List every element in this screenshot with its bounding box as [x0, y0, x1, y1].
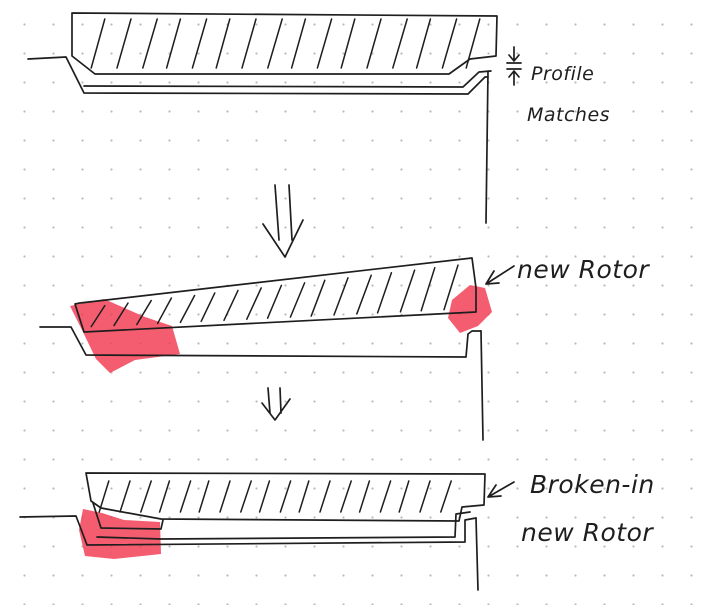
hatch-stroke: [198, 480, 210, 513]
label-profile: Profile: [531, 63, 594, 85]
rotor-2-body: [74, 257, 477, 333]
hatch-stroke: [316, 18, 333, 69]
hatch-stroke: [165, 18, 182, 69]
hatch-stroke: [443, 264, 459, 311]
transition-arrow-1: [262, 184, 304, 258]
pad-1-inner-line: [83, 70, 492, 88]
callout-arrow-broken-in: [487, 481, 515, 498]
hatch-stroke: [319, 480, 331, 513]
wear-highlight-left: [70, 299, 180, 373]
transition-arrow-2: [261, 387, 291, 421]
hatch-stroke: [215, 18, 231, 69]
hatch-stroke: [279, 480, 292, 513]
wear-highlight-right: [448, 285, 492, 333]
hatch-stroke: [441, 18, 458, 69]
hatch-stroke: [420, 266, 436, 312]
hatch-stroke: [142, 18, 158, 69]
hatch-stroke: [419, 480, 431, 513]
hatch-stroke: [90, 304, 106, 328]
hatch-stroke: [119, 480, 131, 513]
hatch-stroke: [356, 274, 372, 315]
stage-2-new-rotor: [39, 257, 515, 441]
rotor-3-body: [85, 472, 486, 522]
hatch-stroke: [98, 480, 110, 513]
hatch-stroke: [358, 480, 371, 513]
rotor-1-hatching: [90, 18, 481, 69]
hatch-stroke: [246, 287, 262, 320]
pad-3-inner-line: [96, 511, 471, 540]
pad-3-back-wall: [475, 517, 479, 591]
hatch-stroke: [136, 299, 152, 326]
hatch-stroke: [258, 480, 271, 513]
hatch-stroke: [379, 480, 392, 513]
hatch-stroke: [191, 18, 208, 69]
hatch-stroke: [113, 302, 129, 327]
callout-arrow-new-rotor: [485, 265, 515, 285]
pad-1-profile: [27, 56, 489, 95]
stage-3-broken-in-rotor: [19, 472, 515, 591]
hatch-stroke: [223, 289, 239, 322]
hatch-stroke: [140, 480, 152, 513]
hatch-stroke: [116, 18, 132, 69]
hatch-stroke: [219, 480, 231, 513]
hatch-stroke: [90, 18, 106, 69]
label-new-rotor: new Rotor: [517, 255, 650, 284]
hatch-stroke: [465, 18, 481, 69]
hatch-stroke: [398, 480, 410, 513]
hatch-stroke: [266, 284, 283, 319]
rotor-1-body: [71, 12, 498, 75]
hatch-stroke: [376, 271, 393, 314]
hatch-stroke: [267, 18, 283, 69]
pad-3-profile: [19, 515, 477, 546]
hatch-stroke: [340, 480, 352, 513]
stage-1-matched-rotor: [27, 12, 522, 224]
pad-2-back-wall: [480, 330, 484, 441]
hatch-stroke: [240, 480, 252, 513]
hatch-stroke: [340, 18, 356, 69]
gap-arrow-top: [506, 46, 522, 64]
hatch-stroke: [241, 18, 257, 69]
hatch-stroke: [179, 294, 196, 324]
hatch-stroke: [333, 277, 349, 316]
hatch-stroke: [392, 18, 408, 69]
hatch-stroke: [179, 480, 192, 513]
hatch-stroke: [158, 480, 171, 513]
pad-2-profile: [39, 326, 482, 358]
rotor-3-worn-step: [92, 502, 164, 530]
hatch-stroke: [156, 297, 173, 325]
pad-1-back-wall: [485, 70, 489, 224]
label-broken-in-new-rotor: new Rotor: [521, 518, 654, 547]
hatch-stroke: [310, 279, 326, 317]
rotor-2-hatching: [90, 264, 459, 328]
hatch-stroke: [366, 18, 382, 69]
hatch-stroke: [415, 18, 432, 69]
hatch-stroke: [440, 480, 452, 513]
gap-arrow-bottom: [506, 68, 522, 86]
hatch-stroke: [289, 282, 306, 318]
hatch-stroke: [200, 292, 216, 323]
hatch-stroke: [298, 480, 310, 513]
hatch-stroke: [399, 269, 416, 313]
label-matches: Matches: [527, 104, 610, 126]
hatch-stroke: [290, 18, 307, 69]
rotor-3-hatching: [98, 480, 452, 513]
label-broken-in: Broken-in: [530, 470, 655, 499]
